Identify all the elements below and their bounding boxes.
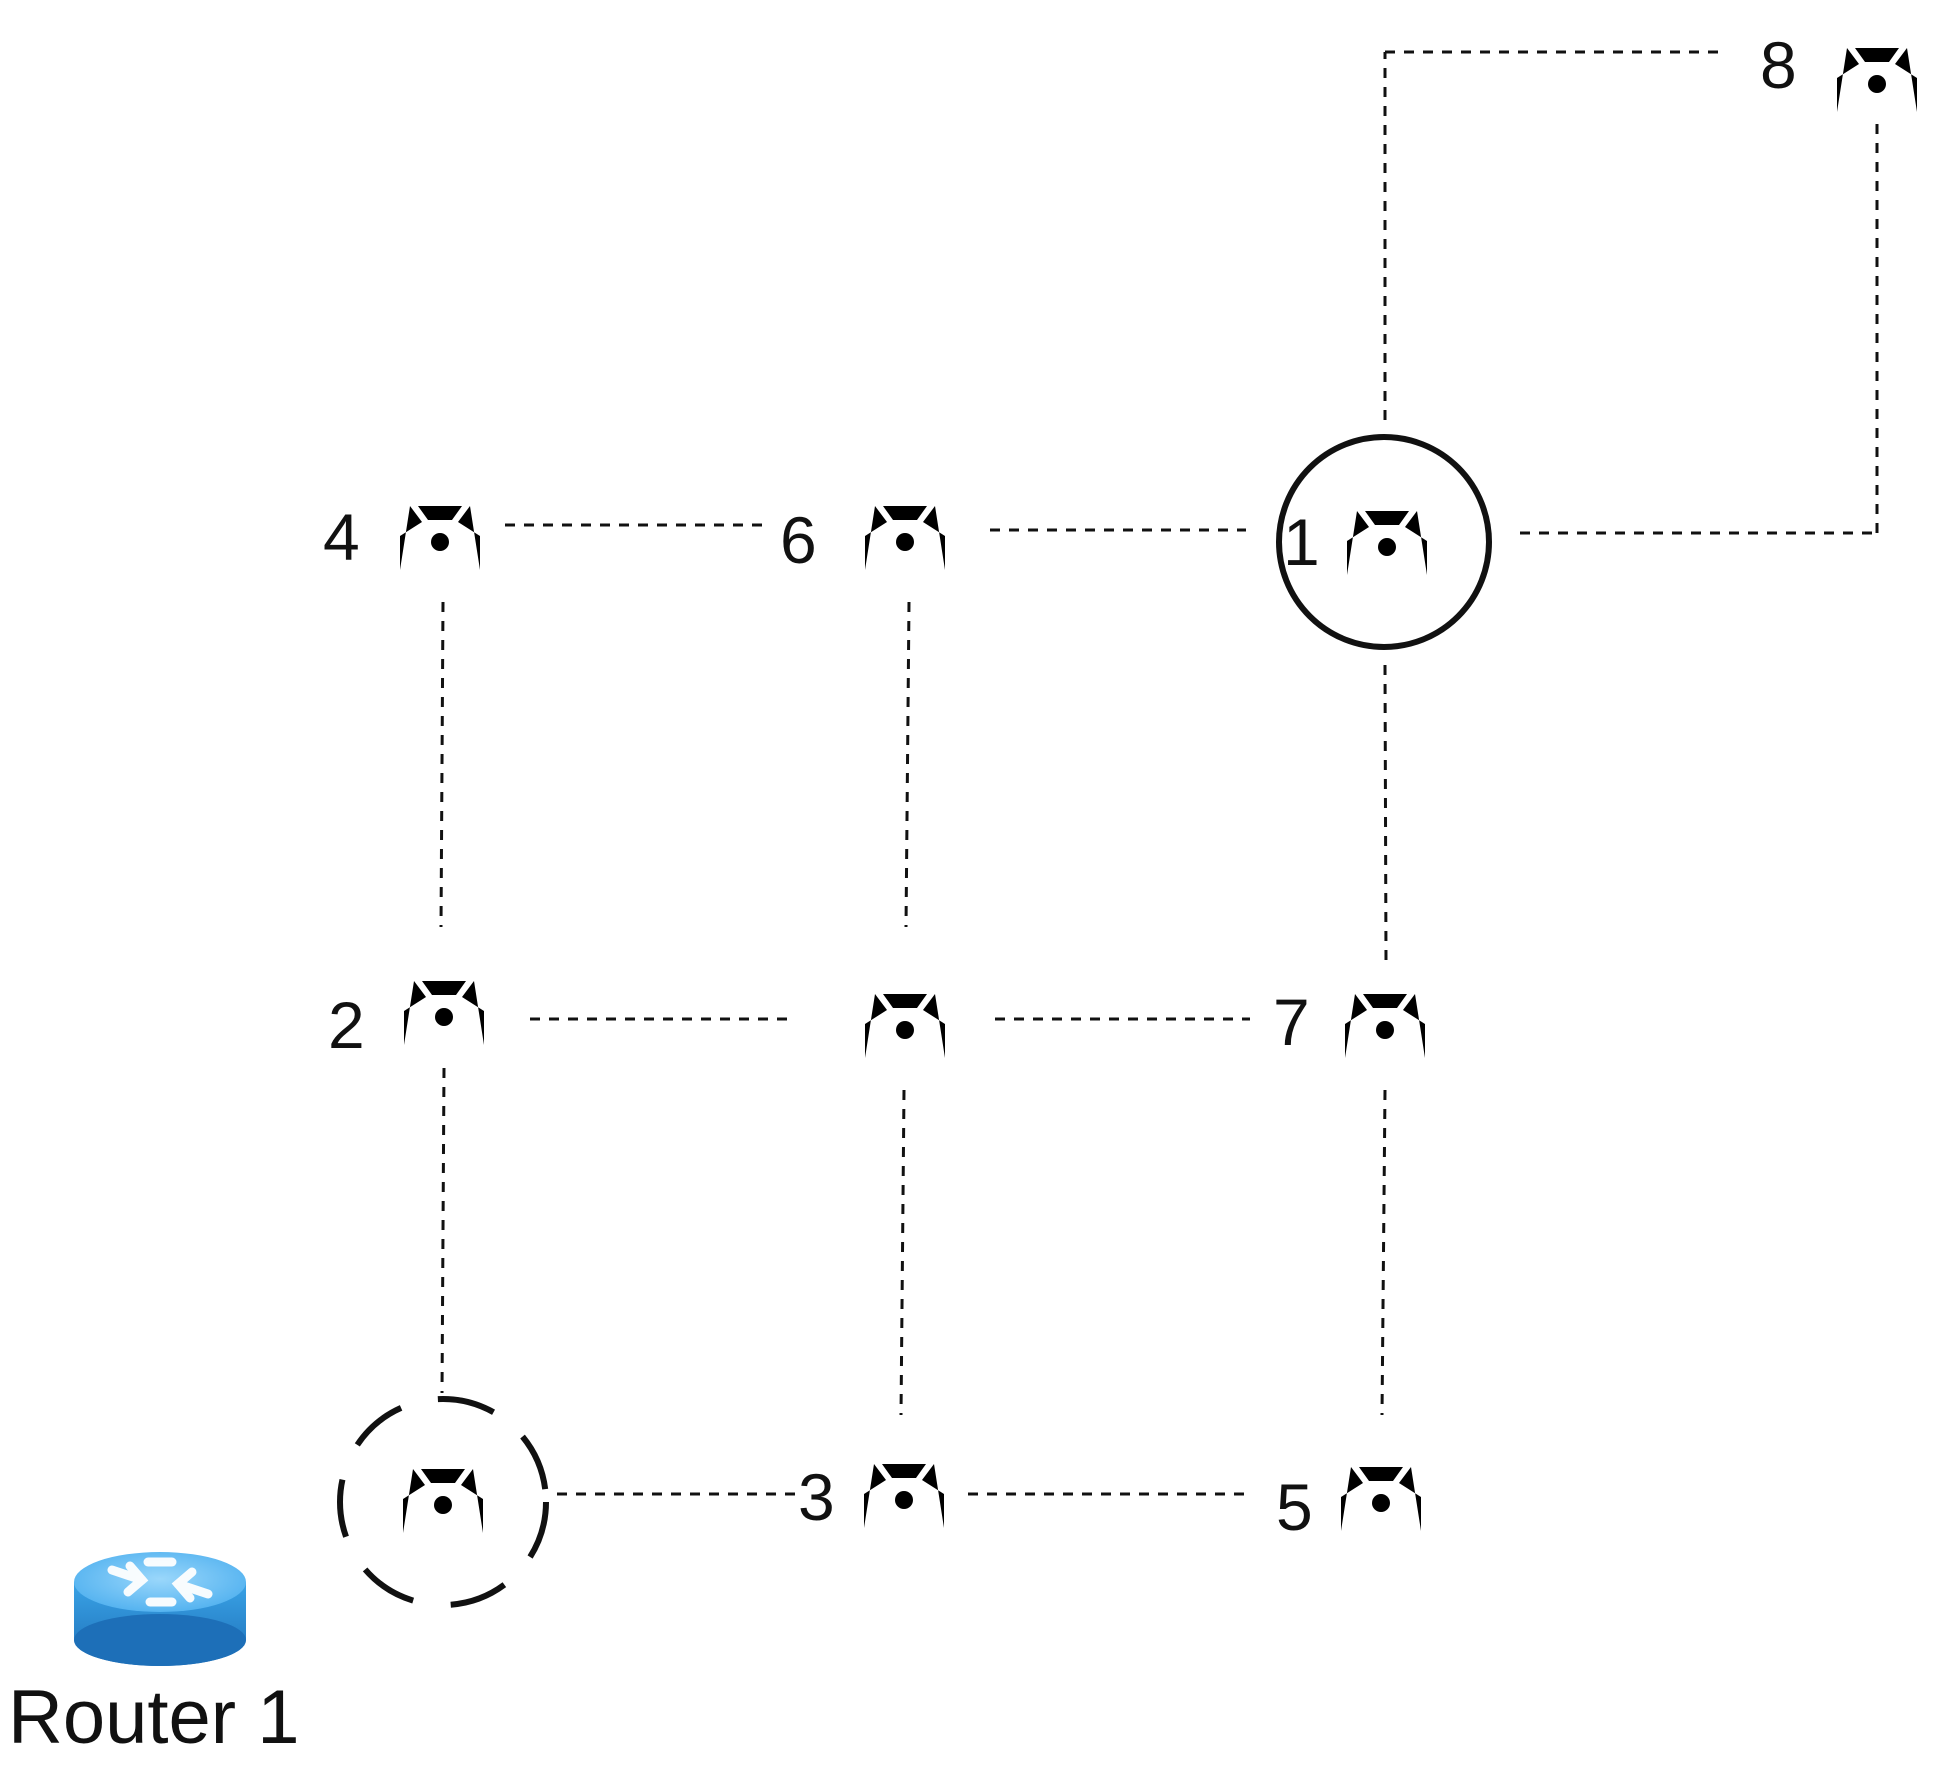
drone-icon-node-4 xyxy=(382,496,498,570)
drone-icon-node-8 xyxy=(1819,38,1935,112)
drone-icon-node-7 xyxy=(1327,984,1443,1058)
node-label-1: 1 xyxy=(1283,505,1320,579)
drone-icon-node-2 xyxy=(386,971,502,1045)
link-7-5 xyxy=(1380,1089,1387,1416)
drone-icon-node-6 xyxy=(847,496,963,570)
node-base-dashed-circle xyxy=(337,1396,549,1608)
drone-icon-node-5 xyxy=(1323,1457,1439,1531)
link-1-7 xyxy=(1383,664,1388,963)
node-label-3: 3 xyxy=(798,1460,835,1534)
node-label-7: 7 xyxy=(1273,985,1310,1059)
node-label-6: 6 xyxy=(780,503,817,577)
node-label-5: 5 xyxy=(1276,1470,1313,1544)
link-4-2 xyxy=(439,601,445,928)
router-icon xyxy=(74,1552,246,1666)
link-6-c xyxy=(904,601,911,928)
node-label-4: 4 xyxy=(323,500,360,574)
link-2-b xyxy=(440,1067,446,1394)
drone-icon-node-3 xyxy=(846,1454,962,1528)
link-c-3 xyxy=(899,1089,906,1416)
node-label-8: 8 xyxy=(1760,28,1797,102)
drone-icon-node-center xyxy=(847,984,963,1058)
node-1-highlight-circle xyxy=(1276,434,1492,650)
node-label-2: 2 xyxy=(328,988,365,1062)
drone-icon-node-base xyxy=(385,1459,501,1533)
links xyxy=(439,50,1879,1496)
drone-icon-node-1 xyxy=(1329,501,1445,575)
router-label: Router 1 xyxy=(8,1675,300,1760)
